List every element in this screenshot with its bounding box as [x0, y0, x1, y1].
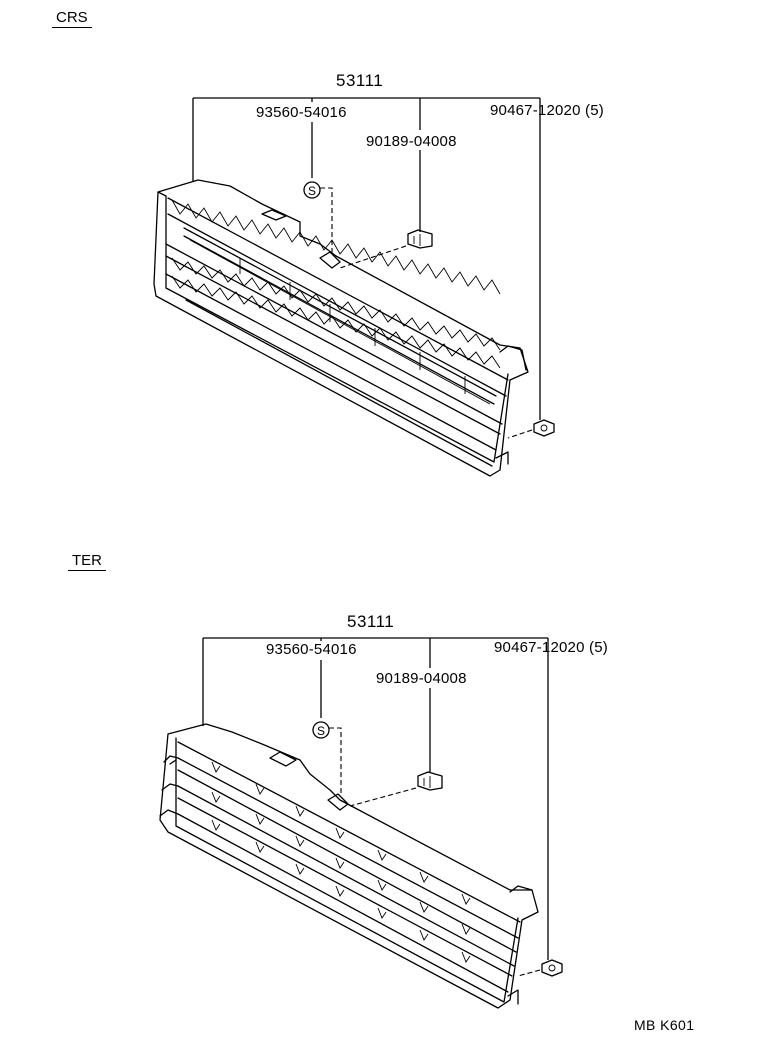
part-number-retainer-ter: 90189-04008: [376, 670, 467, 687]
part-number-nut-crs: 90467-12020 (5): [490, 103, 604, 118]
part-number-grille-crs: 53111: [336, 71, 384, 90]
nut-part-number-ter: 90467-12020: [494, 639, 585, 656]
section-tag-ter: TER: [68, 553, 106, 571]
ter-leader-lines: [202, 637, 549, 960]
ter-retainer: [349, 771, 443, 807]
ter-nut: [517, 959, 563, 977]
crs-nut: [507, 419, 555, 439]
nut-part-number-crs: 90467-12020: [490, 102, 581, 119]
crs-retainer: [339, 229, 433, 269]
crs-clip-symbol: S: [308, 184, 316, 198]
part-number-nut-ter: 90467-12020 (5): [494, 640, 608, 655]
nut-quantity-crs: (5): [585, 102, 604, 119]
crs-leader-lines: [192, 97, 541, 420]
part-number-grille-ter: 53111: [347, 612, 395, 631]
nut-quantity-ter: (5): [589, 639, 608, 656]
ter-clip: [312, 721, 342, 796]
section-tag-crs: CRS: [52, 10, 92, 28]
ter-grille-assembly: [159, 723, 539, 1009]
diagram-code: MB K601: [634, 1017, 695, 1033]
crs-grille-assembly: [153, 179, 529, 477]
crs-clip: [303, 181, 333, 254]
ter-clip-symbol: S: [317, 724, 325, 738]
part-number-clip-crs: 93560-54016: [256, 104, 347, 121]
part-number-clip-ter: 93560-54016: [266, 641, 357, 658]
part-number-retainer-crs: 90189-04008: [366, 133, 457, 150]
